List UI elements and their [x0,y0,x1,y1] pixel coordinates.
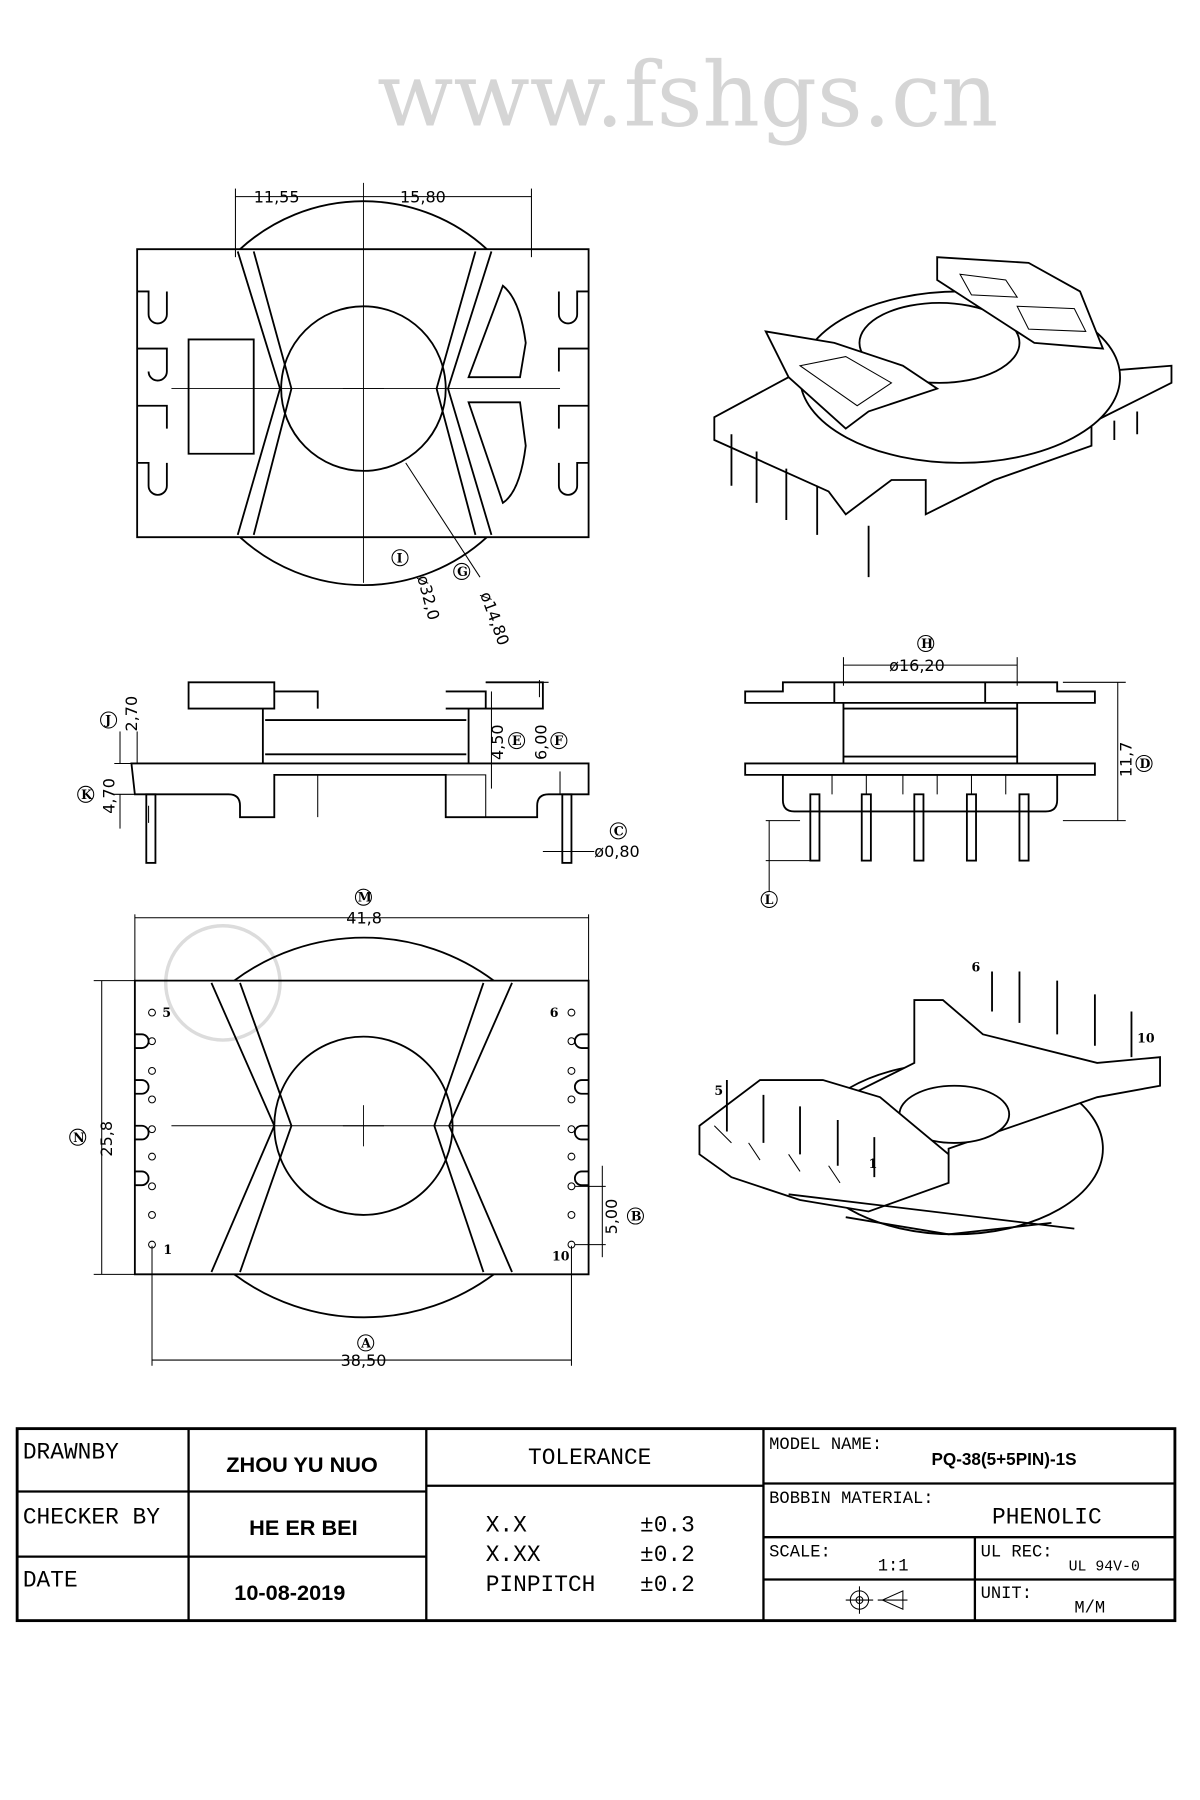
isometric-top-view [713,256,1173,578]
drawn-by-value: ZHOU YU NUO [226,1452,378,1477]
bottom-view: 5 6 1 10 41,8 M 25,8 N 5,00 B 38,50 A [69,888,644,1370]
side-view: 2,70 J 4,70 K 4,50 E 6,00 F C ø0,80 [77,680,640,864]
tolerance-fmt-1: X.X [486,1512,527,1538]
tolerance-val-1: ±0.3 [640,1512,695,1538]
material-label: BOBBIN MATERIAL: [769,1490,933,1509]
pin-label-6: 6 [550,1005,559,1020]
tolerance-fmt-3: PINPITCH [486,1572,596,1598]
iso-pin-label-10: 10 [1137,1030,1155,1045]
svg-text:www.fshgs.cn: www.fshgs.cn [377,44,998,148]
date-label: DATE [23,1567,78,1593]
dim-25-8: 25,8 [97,1121,116,1157]
tolerance-val-3: ±0.2 [640,1572,695,1598]
tag-k: K [81,787,93,802]
dim-11-7: 11,7 [1116,742,1135,778]
tag-a: A [360,1335,371,1350]
ul-label: UL REC: [981,1544,1053,1563]
front-view: ø16,20 H 11,7 D L [744,634,1153,908]
title-block: DRAWNBY ZHOU YU NUO CHECKER BY HE ER BEI… [15,1427,1177,1623]
tag-d: D [1139,756,1150,771]
dim-2-70: 2,70 [122,696,141,732]
dim-11-55: 11,55 [254,187,300,206]
unit-label: UNIT: [981,1585,1032,1604]
dim-15-80: 15,80 [400,187,446,206]
tag-n: N [73,1130,84,1145]
tag-e: E [512,733,522,748]
dim-4-50: 4,50 [488,724,507,760]
tag-l: L [765,892,774,907]
dim-pin-diameter: ø0,80 [594,842,639,861]
tolerance-fmt-2: X.XX [486,1542,541,1568]
projection-symbol-icon [845,1586,908,1614]
tolerance-label: TOLERANCE [528,1445,651,1471]
isometric-bottom-view: 6 10 5 1 [698,959,1161,1236]
ul-value: UL 94V-0 [1069,1559,1140,1575]
dim-5-00: 5,00 [602,1199,621,1235]
tag-h: H [921,636,933,651]
iso-pin-label-5: 5 [714,1083,723,1098]
dim-16-20: ø16,20 [889,656,945,675]
iso-pin-label-1: 1 [869,1156,878,1171]
iso-pin-label-6: 6 [971,959,980,974]
checker-label: CHECKER BY [23,1504,160,1530]
date-value: 10-08-2019 [234,1580,345,1605]
model-label: MODEL NAME: [769,1436,882,1455]
drawn-by-label: DRAWNBY [23,1439,119,1465]
tag-i: I [397,550,403,565]
tag-c: C [614,823,624,838]
watermark: www.fshgs.cn [377,44,998,148]
top-view: 11,55 15,80 ø14,80 G ø32,0 I [136,182,590,648]
tag-m: M [358,890,372,905]
dim-4-70: 4,70 [99,778,118,814]
tag-g: G [457,564,468,579]
model-value: PQ-38(5+5PIN)-1S [931,1449,1076,1469]
dim-38-50: 38,50 [341,1351,387,1370]
checker-value: HE ER BEI [249,1515,358,1540]
material-value: PHENOLIC [992,1504,1102,1530]
dim-inner-diameter: ø14,80 [476,589,513,648]
scale-label: SCALE: [769,1544,831,1563]
tag-f: F [554,733,563,748]
pin-label-10: 10 [552,1249,570,1264]
dim-outer-diameter: ø32,0 [413,573,443,622]
dim-41-8: 41,8 [346,908,382,927]
tag-b: B [631,1209,642,1224]
watermark-seal [164,924,282,1042]
dim-6-00: 6,00 [531,724,550,760]
tolerance-val-2: ±0.2 [640,1542,695,1568]
tag-j: J [104,713,111,728]
scale-value: 1:1 [878,1557,909,1576]
pin-label-1: 1 [163,1242,172,1257]
pin-label-5: 5 [162,1005,171,1020]
unit-value: M/M [1074,1600,1105,1619]
